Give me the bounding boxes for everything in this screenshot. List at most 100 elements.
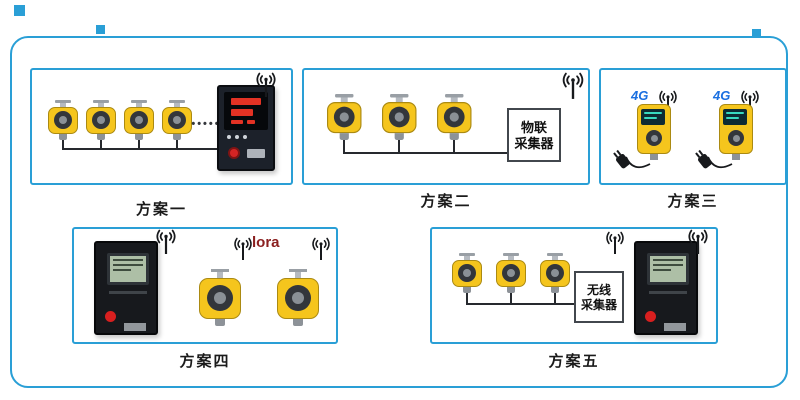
panel-button <box>243 135 247 139</box>
antenna-icon <box>562 72 584 100</box>
sensor-face <box>458 264 476 282</box>
sensor-face <box>443 106 465 128</box>
panel-label <box>109 291 147 294</box>
scheme-5-label: 方案五 <box>548 353 600 370</box>
mount-stem <box>136 103 142 107</box>
mount-bracket <box>211 269 229 272</box>
sensor-inlet <box>293 319 303 326</box>
sensor-face <box>54 111 72 129</box>
4g-detector-unit: 4G <box>695 88 769 180</box>
led-readout <box>231 120 243 124</box>
detector-body <box>162 107 192 134</box>
detector-body <box>277 278 319 319</box>
mount-stem <box>464 256 470 260</box>
scheme-4-panel: lora <box>72 227 338 344</box>
decor-square <box>14 5 25 16</box>
gas-detector <box>540 253 570 293</box>
sensor-face <box>168 111 186 129</box>
sensor-inlet <box>507 287 515 293</box>
led-readout <box>247 120 255 124</box>
mount-stem <box>395 97 403 103</box>
panel-label <box>649 291 687 294</box>
mount-bracket <box>547 253 563 256</box>
collector-label-line1: 物联 <box>520 119 547 135</box>
sensor-face <box>130 111 148 129</box>
led-readout <box>231 98 261 105</box>
detector-body <box>199 278 241 319</box>
sensor-inlet <box>135 134 143 140</box>
wire-segment <box>62 138 64 150</box>
sensor-face <box>388 106 410 128</box>
brand-logo-dot <box>228 147 240 159</box>
wire-bus <box>343 152 509 154</box>
sensor-face <box>207 285 233 311</box>
mount-stem <box>340 97 348 103</box>
mount-stem <box>552 256 558 260</box>
mount-stem <box>450 97 458 103</box>
wire-segment <box>466 293 468 305</box>
gas-detector-4g <box>637 104 671 160</box>
power-plug-icon <box>613 149 651 169</box>
outer-frame <box>10 36 788 388</box>
mount-stem <box>174 103 180 107</box>
mount-stem <box>217 272 223 278</box>
decor-square <box>96 25 105 34</box>
sensor-inlet <box>551 287 559 293</box>
wireless-collector-box: 无线 采集器 <box>574 271 624 323</box>
collector-label-line1: 无线 <box>586 282 611 297</box>
detector-body <box>437 102 472 134</box>
sensor-inlet <box>97 134 105 140</box>
more-devices-ellipsis: ••••• <box>191 118 221 130</box>
lcd-display <box>107 253 149 285</box>
decor-square <box>752 29 761 38</box>
gas-detector <box>86 100 116 140</box>
detector-body <box>48 107 78 134</box>
detector-body <box>540 260 570 287</box>
gas-detector <box>496 253 526 293</box>
mount-stem <box>295 272 301 278</box>
lcd-display <box>647 253 689 285</box>
mount-bracket <box>93 100 109 103</box>
gas-detector <box>327 94 362 140</box>
wire-segment <box>176 138 178 150</box>
antenna-icon <box>606 231 624 255</box>
panel-button <box>235 135 239 139</box>
sensor-inlet <box>650 154 658 160</box>
mount-stem <box>508 256 514 260</box>
lcd-screen <box>723 109 747 125</box>
gas-detector <box>162 100 192 140</box>
sensor-inlet <box>732 154 740 160</box>
mount-stem <box>60 103 66 107</box>
lora-protocol-label: lora <box>252 234 280 251</box>
gas-detector <box>437 94 472 140</box>
sensor-face <box>333 106 355 128</box>
collector-label-line2: 采集器 <box>580 297 617 312</box>
lcd-screen <box>641 109 665 125</box>
mount-bracket <box>131 100 147 103</box>
brand-logo-dot <box>105 311 116 322</box>
mount-bracket <box>445 94 464 98</box>
gas-detector <box>124 100 154 140</box>
wire-bus <box>62 148 219 150</box>
scheme-2-label: 方案二 <box>420 193 472 210</box>
wire-segment <box>398 139 400 154</box>
antenna-icon <box>688 229 708 255</box>
mount-bracket <box>55 100 71 103</box>
network-4g-label: 4G <box>713 88 731 103</box>
scheme-2-panel: 物联 采集器 <box>302 68 590 185</box>
detector-body <box>452 260 482 287</box>
antenna-icon <box>156 229 176 255</box>
mount-stem <box>98 103 104 107</box>
detector-body <box>124 107 154 134</box>
sensor-face <box>728 130 744 146</box>
sensor-inlet <box>449 133 459 140</box>
detector-body <box>382 102 417 134</box>
sensor-inlet <box>394 133 404 140</box>
wireless-alarm-controller <box>634 241 698 335</box>
sensor-face <box>285 285 311 311</box>
scheme-1-label: 方案一 <box>135 201 187 218</box>
power-plug-icon <box>695 149 733 169</box>
sensor-face <box>546 264 564 282</box>
antenna-icon <box>312 237 330 261</box>
led-readout <box>231 109 253 116</box>
